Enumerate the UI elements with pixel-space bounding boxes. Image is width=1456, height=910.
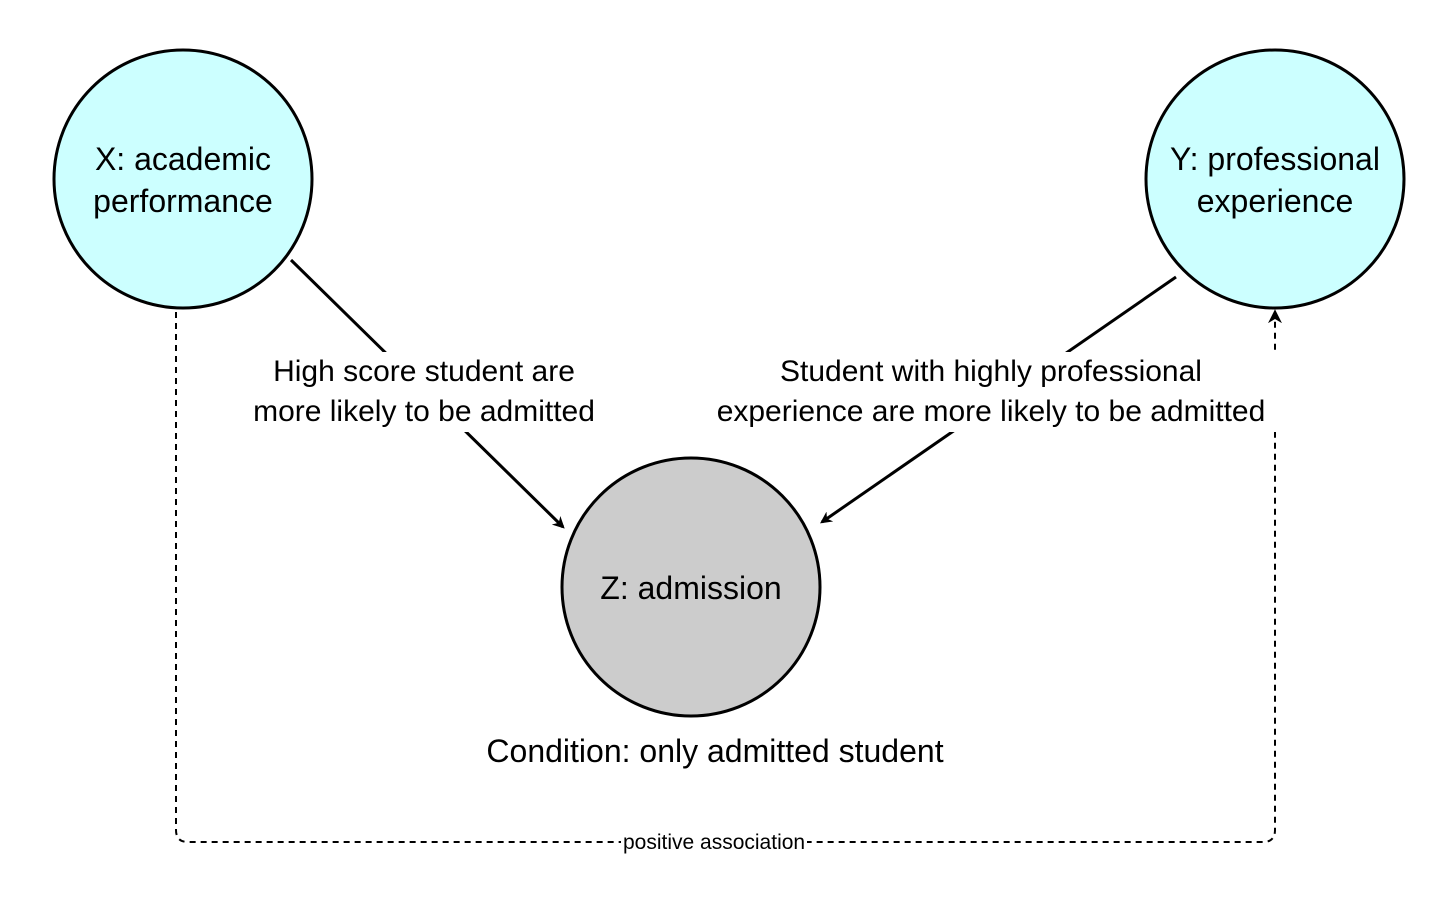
node-z-label-line-1: Z: admission [600,570,782,606]
node-x-label-line-1: X: academic [94,141,272,177]
node-z-circle[interactable] [560,456,822,718]
edge-x-to-z-label: High score student are more likely to be… [225,352,623,432]
node-x-label-line-2: performance [93,183,273,219]
node-y-label-line-1: Y: professional [1170,141,1380,177]
edge-y-to-z-label: Student with highly professional experie… [676,352,1306,432]
edge-association-dashed-path[interactable] [175,309,1282,843]
node-z-label: Z: admission [561,567,821,609]
node-y-label-line-2: experience [1196,183,1354,219]
association-label: positive association [621,831,808,855]
node-y-circle[interactable] [1144,48,1406,310]
node-x-label: X: academic performance [53,138,313,222]
condition-caption: Condition: only admitted student [486,733,944,769]
edge-x-to-z-label-line-2: more likely to be admitted [253,395,595,428]
edge-y-to-z-label-line-2: experience are more likely to be admitte… [716,395,1266,428]
node-y-label: Y: professional experience [1145,138,1405,222]
edge-x-to-z-label-line-1: High score student are [273,355,575,388]
edge-y-to-z-label-line-1: Student with highly professional [780,355,1202,388]
node-x-circle[interactable] [52,48,314,310]
